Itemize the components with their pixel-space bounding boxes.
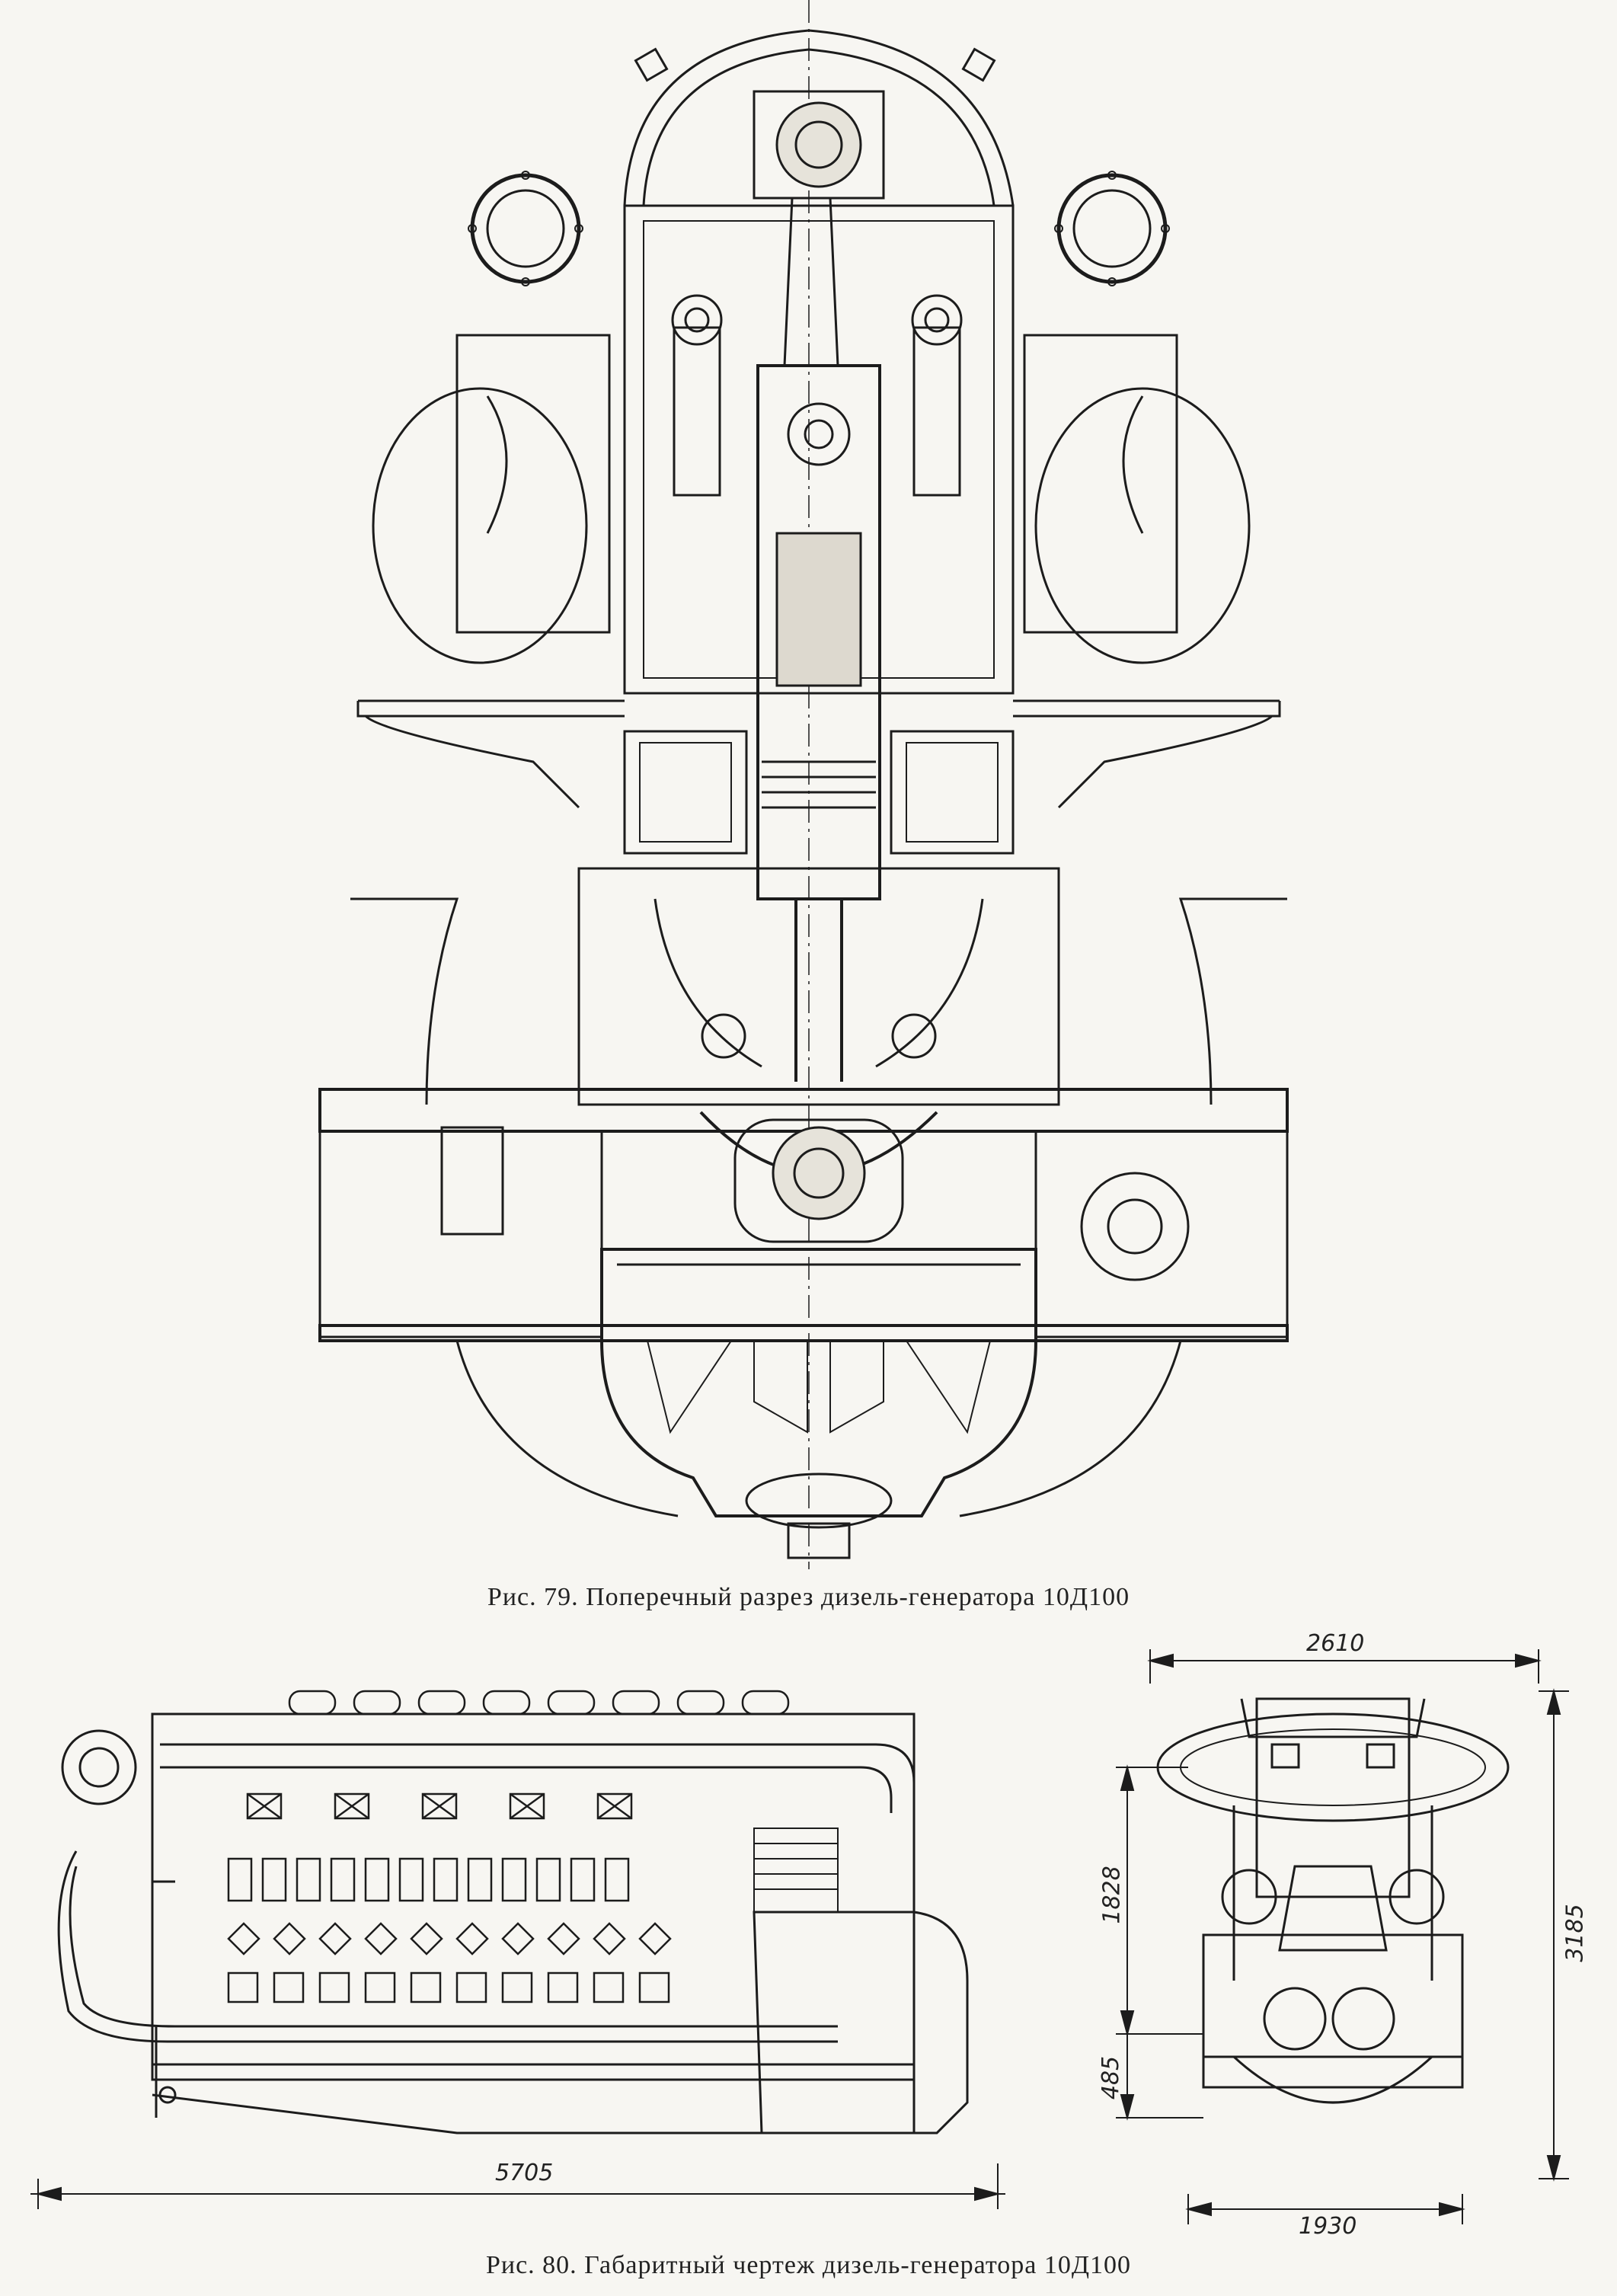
air-receiver-right xyxy=(1036,389,1249,663)
cylinder-liner xyxy=(758,366,880,899)
base-frame xyxy=(320,1089,1287,1131)
height-lower-label: 485 xyxy=(1098,2055,1125,2100)
width-base-label: 1930 xyxy=(1299,2213,1357,2240)
water-collector-left xyxy=(625,731,746,853)
upper-crankshaft xyxy=(777,103,861,187)
end-elevation xyxy=(1158,1699,1508,2103)
figure-79-caption: Рис. 79. Поперечный разрез дизель-генера… xyxy=(487,1583,1130,1611)
figure-80-caption: Рис. 80. Габаритный чертеж дизель-генера… xyxy=(485,2251,1132,2279)
exhaust-pipe-left xyxy=(472,175,579,282)
cross-section-drawing xyxy=(0,0,1617,1577)
oil-sump xyxy=(602,1249,1036,1516)
lower-crankshaft xyxy=(773,1127,864,1219)
width-top-label: 2610 xyxy=(1306,1630,1365,1657)
side-elevation xyxy=(59,1691,967,2133)
height-upper-label: 1828 xyxy=(1098,1866,1126,1924)
exhaust-pipe-right xyxy=(1059,175,1165,282)
engine-block xyxy=(625,206,1013,693)
height-total-label: 3185 xyxy=(1561,1904,1589,1962)
top-cover xyxy=(625,30,1013,206)
air-receiver-left xyxy=(373,389,586,663)
length-label: 5705 xyxy=(495,2160,554,2186)
crankcase xyxy=(579,868,1059,1105)
generator-housing xyxy=(754,1912,967,2133)
water-collector-right xyxy=(891,731,1013,853)
